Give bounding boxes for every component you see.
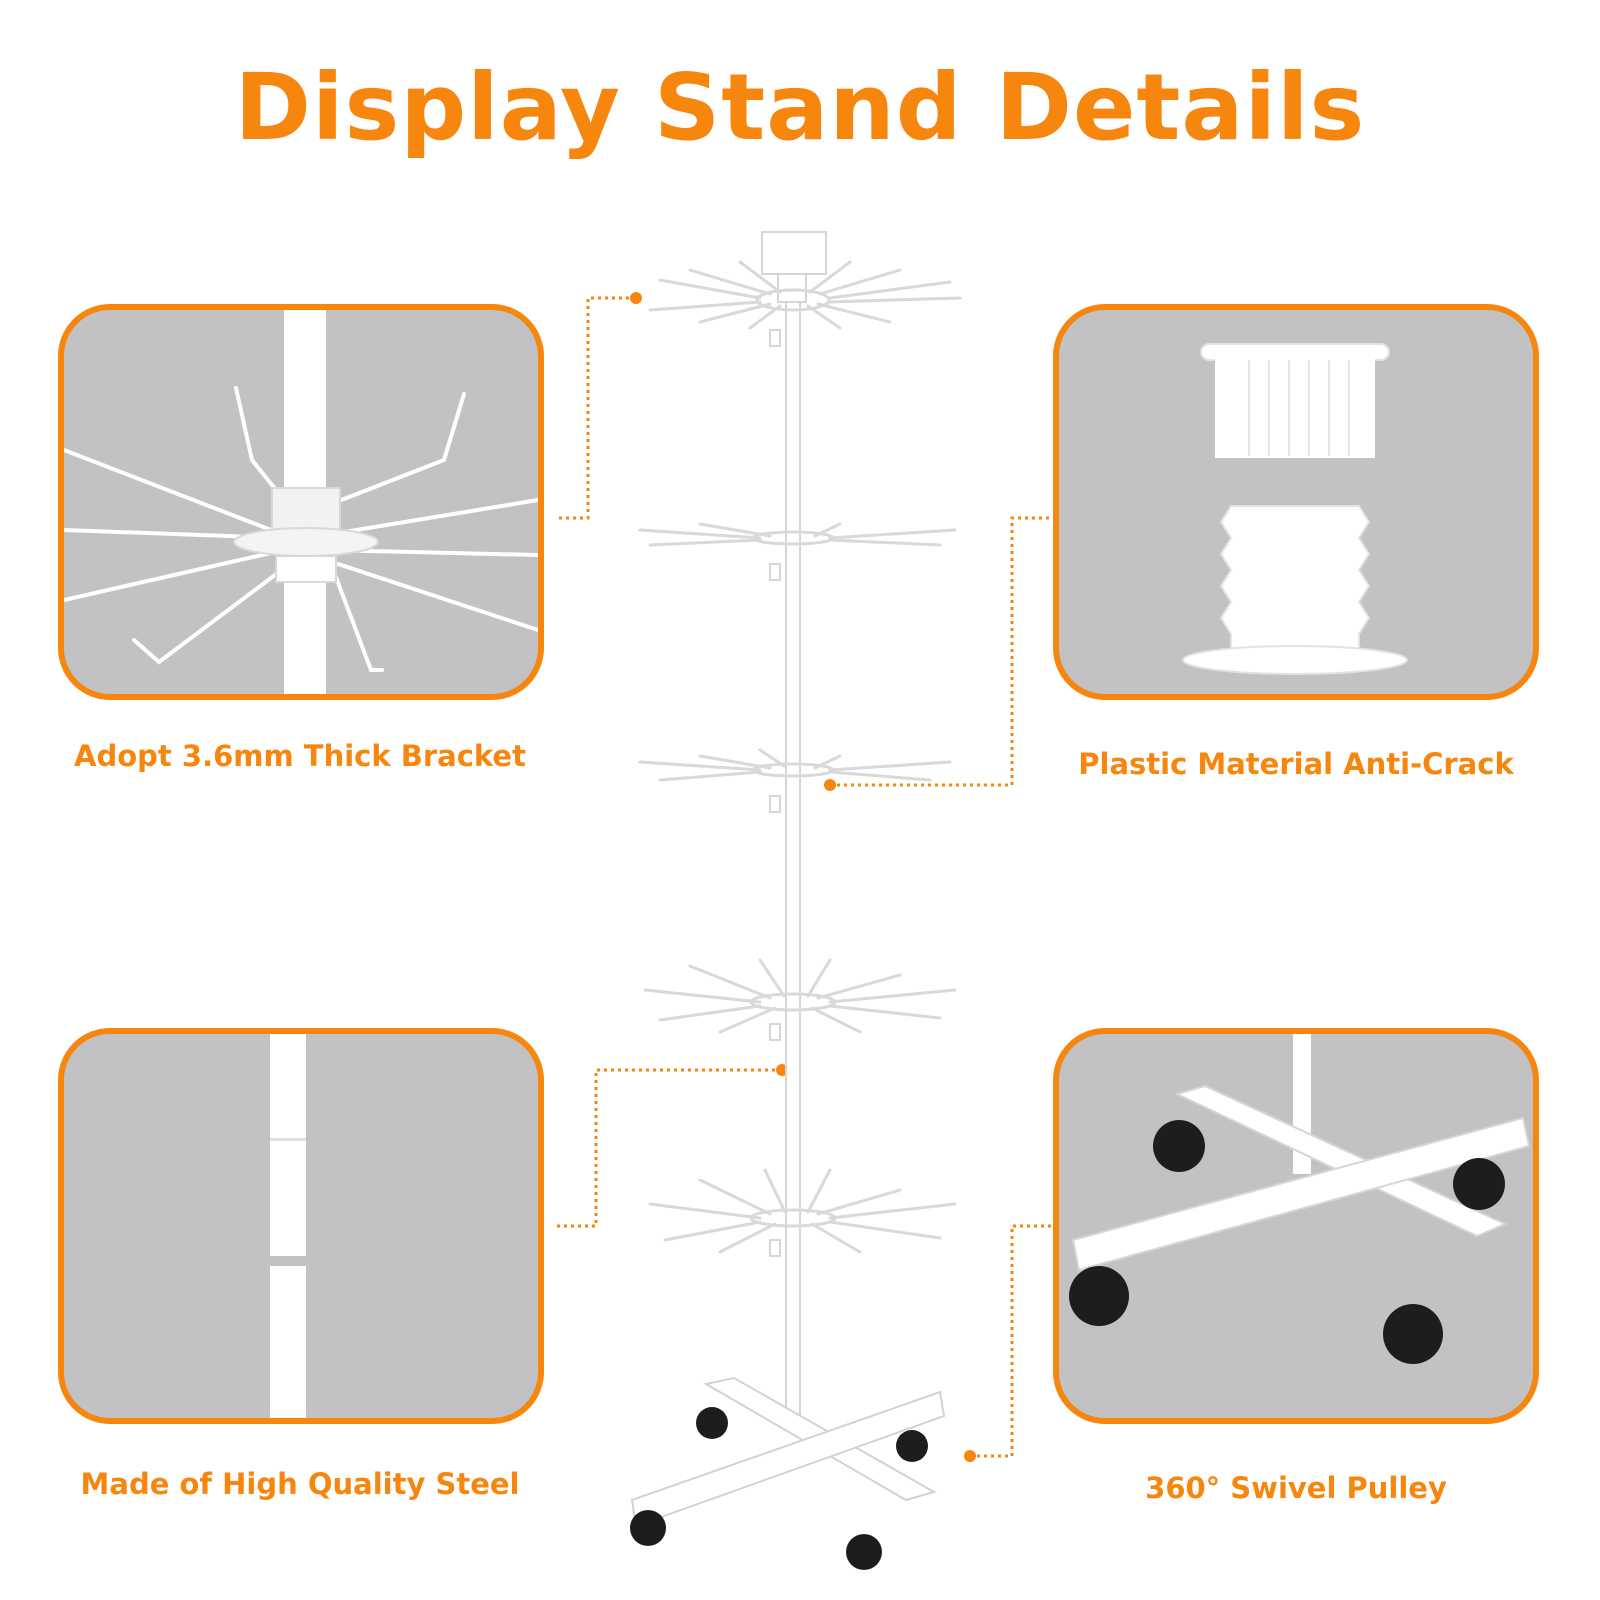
swivel-caster-panel [1053, 1028, 1539, 1424]
page-title: Display Stand Details [234, 54, 1366, 161]
bracket-closeup-panel [58, 304, 544, 700]
caption-plastic-material: Plastic Material Anti-Crack [1078, 747, 1514, 781]
steel-pole-image [270, 1034, 306, 1418]
cross-base-caster-image [1069, 1034, 1531, 1364]
caption-swivel-pulley: 360° Swivel Pulley [1145, 1471, 1447, 1505]
caption-thick-bracket: Adopt 3.6mm Thick Bracket [74, 739, 526, 773]
caption-high-quality-steel: Made of High Quality Steel [80, 1467, 520, 1501]
plastic-connector-image [1182, 343, 1408, 675]
steel-pole-panel [58, 1028, 544, 1424]
hook-bracket-image [64, 310, 538, 694]
plastic-connector-panel [1053, 304, 1539, 700]
